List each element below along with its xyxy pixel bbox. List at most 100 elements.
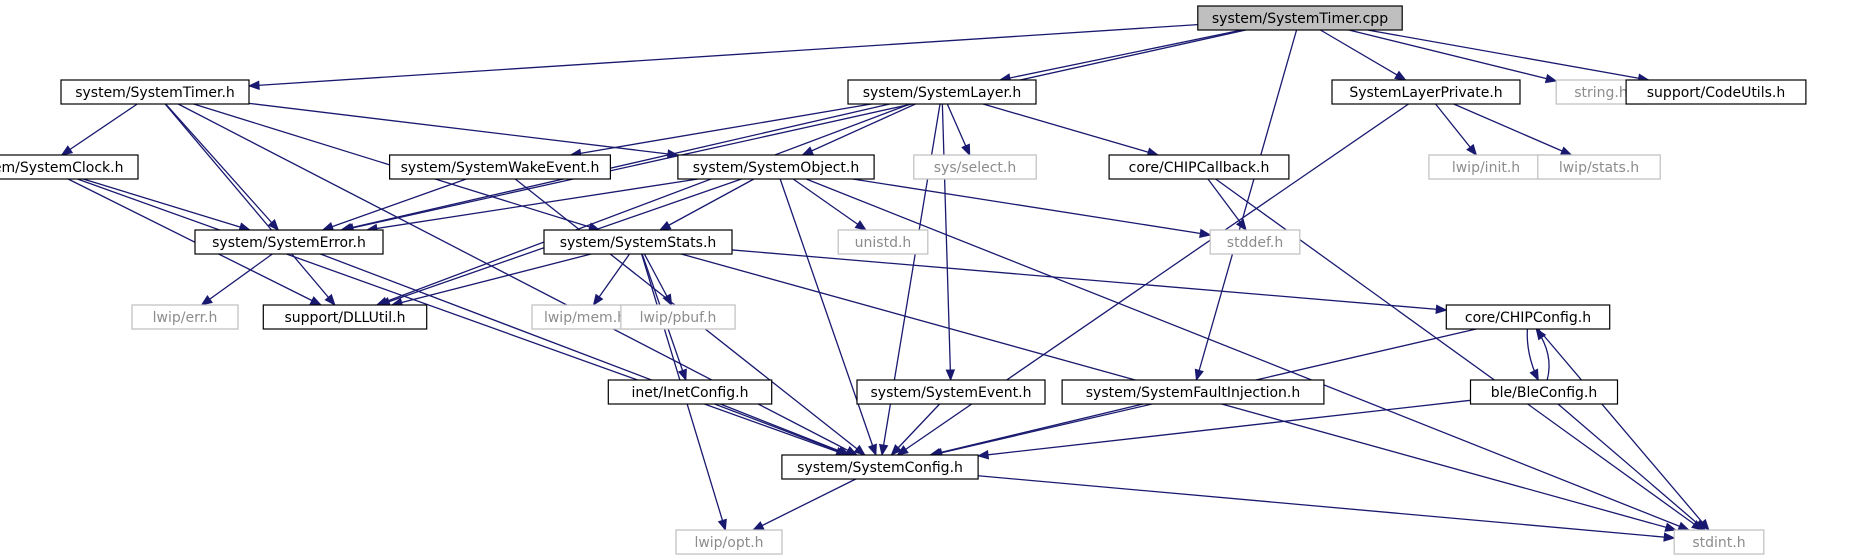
node-box	[60, 79, 250, 105]
node-stdint: stdint.h	[1673, 529, 1765, 555]
node-lwipinit: lwip/init.h	[1428, 154, 1544, 180]
edge-stats-to-lwipmem	[592, 253, 631, 307]
node-box	[677, 154, 875, 180]
node-label: lwip/stats.h	[1559, 160, 1639, 176]
node-label: system/SystemWakeEvent.h	[401, 160, 600, 176]
edge-line	[1348, 29, 1557, 82]
node-label: core/CHIPCallback.h	[1129, 160, 1270, 176]
edge-line	[165, 103, 279, 231]
edge-line	[982, 103, 1159, 156]
edge-line	[341, 103, 890, 231]
node-codeutils[interactable]: support/CodeUtils.h	[1625, 79, 1807, 105]
edge-line	[570, 103, 872, 156]
node-error[interactable]: system/SystemError.h	[194, 229, 384, 255]
edge-object-to-stats	[658, 178, 755, 231]
node-box	[0, 154, 139, 180]
node-box	[1469, 379, 1619, 405]
edge-line	[897, 103, 1409, 456]
node-stats[interactable]: system/SystemStats.h	[543, 229, 733, 255]
node-clock[interactable]: system/SystemClock.h	[0, 154, 139, 180]
edge-arrowhead	[321, 222, 335, 231]
node-label: inet/InetConfig.h	[632, 385, 749, 401]
edge-timer_h-to-config	[177, 103, 858, 456]
node-layerpriv[interactable]: SystemLayerPrivate.h	[1331, 79, 1521, 105]
edge-arrowhead	[976, 450, 990, 460]
edge-arrowhead	[1466, 143, 1478, 157]
node-object[interactable]: system/SystemObject.h	[677, 154, 875, 180]
node-label: ble/BleConfig.h	[1491, 385, 1597, 401]
edge-line	[881, 103, 941, 456]
node-select: sys/select.h	[913, 154, 1037, 180]
edge-event-to-config	[890, 403, 941, 456]
node-label: system/SystemClock.h	[0, 160, 123, 176]
edge-root-to-layerpriv	[1320, 29, 1407, 81]
node-box	[1197, 5, 1403, 31]
edge-arrowhead	[890, 444, 903, 456]
nodes-layer: system/SystemTimer.cpp system/SystemTimer…	[0, 5, 1807, 555]
edge-arrowhead	[945, 369, 956, 382]
edge-arrowhead	[801, 146, 815, 156]
edge-arrowhead	[267, 219, 280, 232]
node-label: system/SystemEvent.h	[871, 385, 1032, 401]
edge-arrowhead	[677, 368, 687, 382]
node-unistd: unistd.h	[837, 229, 929, 255]
node-box	[131, 304, 239, 330]
node-lwiperr: lwip/err.h	[131, 304, 239, 330]
edge-layer_h-to-callback	[982, 103, 1160, 157]
edge-arrowhead	[1677, 521, 1691, 531]
node-dllutil[interactable]: support/DLLUtil.h	[262, 304, 428, 330]
edge-stats-to-chipconfig	[731, 249, 1448, 314]
edge-wake-to-error	[321, 178, 467, 231]
edge-line	[320, 253, 849, 456]
edge-line	[731, 249, 1447, 311]
edge-object-to-config	[779, 178, 877, 457]
node-timer_h[interactable]: system/SystemTimer.h	[60, 79, 250, 105]
edge-error-to-lwiperr	[200, 253, 273, 306]
node-box	[620, 304, 736, 330]
edge-line	[1537, 328, 1710, 531]
edge-line	[376, 103, 911, 306]
edge-layerpriv-to-lwipinit	[1435, 103, 1478, 157]
node-callback[interactable]: core/CHIPCallback.h	[1108, 154, 1290, 180]
node-label: lwip/mem.h	[544, 310, 626, 326]
node-layer_h[interactable]: system/SystemLayer.h	[847, 79, 1037, 105]
node-box	[837, 229, 929, 255]
edge-line	[802, 103, 916, 156]
edge-timer_h-to-dllutil	[164, 103, 336, 307]
node-label: system/SystemLayer.h	[863, 85, 1022, 101]
node-bleconfig[interactable]: ble/BleConfig.h	[1469, 379, 1619, 405]
node-box	[1209, 229, 1301, 255]
node-label: support/DLLUtil.h	[285, 310, 406, 326]
edge-arrowhead	[1194, 368, 1204, 382]
node-label: unistd.h	[855, 235, 912, 251]
edge-clock-to-error	[83, 178, 252, 232]
edge-line	[779, 178, 877, 456]
edge-line	[322, 178, 467, 231]
node-label: system/SystemConfig.h	[797, 460, 963, 476]
node-label: sys/select.h	[934, 160, 1017, 176]
node-wake[interactable]: system/SystemWakeEvent.h	[389, 154, 612, 180]
node-label: system/SystemObject.h	[693, 160, 859, 176]
node-box	[194, 229, 384, 255]
edge-bleconfig-to-stdint	[1557, 403, 1707, 531]
edge-arrowhead	[1663, 532, 1676, 542]
node-box	[781, 454, 979, 480]
node-root[interactable]: system/SystemTimer.cpp	[1197, 5, 1403, 31]
node-chipconfig[interactable]: core/CHIPConfig.h	[1445, 304, 1611, 330]
edge-arrowhead	[247, 80, 260, 90]
node-lwipopt: lwip/opt.h	[675, 529, 783, 555]
node-config[interactable]: system/SystemConfig.h	[781, 454, 979, 480]
edge-arrowhead	[324, 293, 336, 307]
node-event[interactable]: system/SystemEvent.h	[856, 379, 1046, 405]
node-inetconfig[interactable]: inet/InetConfig.h	[607, 379, 773, 405]
edge-line	[890, 403, 941, 456]
edge-layer_h-to-config	[879, 103, 941, 457]
edge-line	[77, 178, 847, 456]
edge-arrowhead	[592, 293, 604, 307]
edge-stats-to-lwippbuf	[643, 253, 673, 307]
edge-timer_h-to-error	[165, 103, 280, 232]
node-lwippbuf: lwip/pbuf.h	[620, 304, 736, 330]
node-box	[1061, 379, 1325, 405]
edge-line	[164, 103, 336, 306]
node-fault[interactable]: system/SystemFaultInjection.h	[1061, 379, 1325, 405]
